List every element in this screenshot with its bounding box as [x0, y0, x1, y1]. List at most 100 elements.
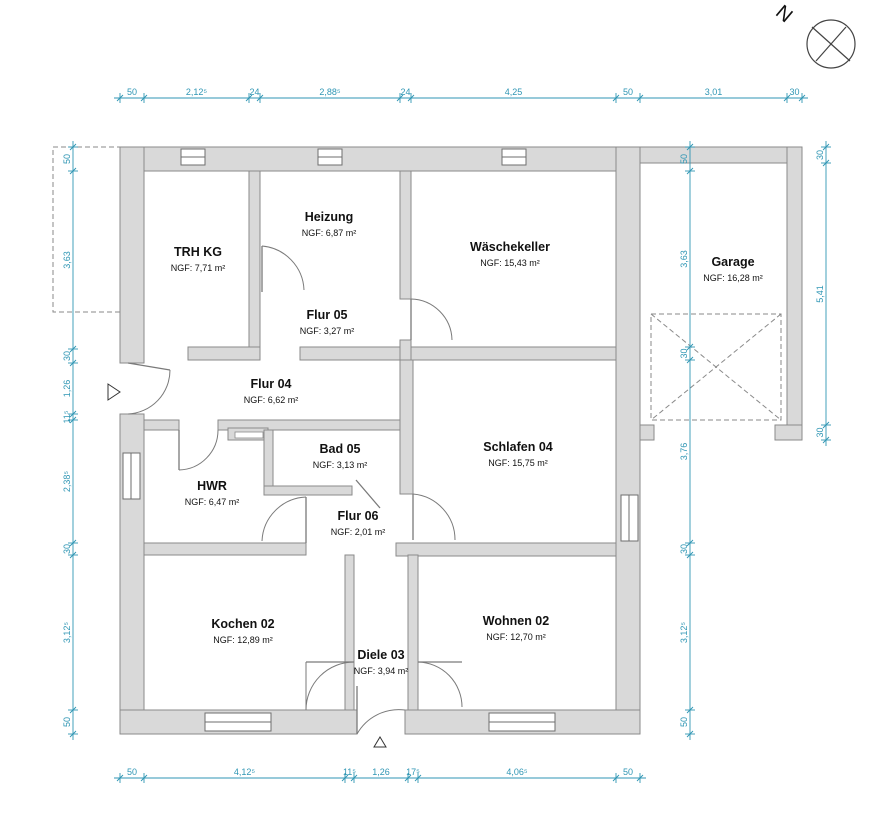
dimension-tick: [414, 774, 422, 782]
dimension-label: 2,38⁵: [62, 471, 72, 493]
wall: [119, 146, 145, 364]
wall: [299, 346, 401, 361]
dimension-label: 2,88⁵: [319, 87, 341, 97]
north-arrow: N: [771, 1, 856, 69]
dimension-tick: [686, 706, 694, 714]
room-name-waeschekeller: Wäschekeller: [470, 240, 550, 254]
wall: [615, 146, 641, 735]
room-name-bad-05: Bad 05: [320, 442, 361, 456]
room-name-trh-kg: TRH KG: [174, 245, 222, 259]
dimension-tick: [686, 143, 694, 151]
room-labels: TRH KG NGF: 7,71 m² Heizung NGF: 6,87 m²…: [171, 210, 763, 676]
room-name-flur-04: Flur 04: [251, 377, 292, 391]
entrance-arrow: [107, 383, 121, 401]
room-area-waeschekeller: NGF: 15,43 m²: [480, 258, 540, 268]
room-area-flur-06: NGF: 2,01 m²: [331, 527, 386, 537]
room-area-hwr: NGF: 6,47 m²: [185, 497, 240, 507]
dimension-label: 4,12⁵: [234, 767, 256, 777]
wall: [395, 542, 617, 557]
entrance-arrow: [373, 736, 387, 748]
dimension-tick: [612, 94, 620, 102]
dimension-tick: [116, 774, 124, 782]
wall: [639, 424, 655, 441]
room-area-flur-05: NGF: 3,27 m²: [300, 326, 355, 336]
dimension-tick: [69, 410, 77, 418]
wall: [187, 346, 261, 361]
dimension-label: 50: [623, 767, 633, 777]
room-area-flur-04: NGF: 6,62 m²: [244, 395, 299, 405]
dimension-label: 30: [679, 544, 689, 554]
dimension-tick: [783, 94, 791, 102]
dimension-tick: [69, 416, 77, 424]
dimension-tick: [407, 94, 415, 102]
dimension-label: 30: [815, 427, 825, 437]
room-area-garage: NGF: 16,28 m²: [703, 273, 763, 283]
exterior-outline: [52, 146, 121, 313]
dimension-label: 4,06⁵: [506, 767, 528, 777]
room-name-flur-06: Flur 06: [338, 509, 379, 523]
room-name-garage: Garage: [711, 255, 754, 269]
room-name-hwr: HWR: [197, 479, 227, 493]
wall: [639, 146, 803, 164]
dimension-tick: [636, 774, 644, 782]
dimension-label: 50: [679, 717, 689, 727]
dimension-label: 30: [789, 87, 799, 97]
dimension-label: 50: [679, 154, 689, 164]
dimension-label: 17⁵: [406, 767, 420, 777]
dimension-tick: [822, 143, 830, 151]
dimension-tick: [245, 94, 253, 102]
room-area-heizung: NGF: 6,87 m²: [302, 228, 357, 238]
dimension-label: 1,26: [62, 380, 72, 398]
room-area-trh-kg: NGF: 7,71 m²: [171, 263, 226, 273]
dimension-tick: [69, 359, 77, 367]
walls: [119, 146, 803, 735]
dimension-tick: [116, 94, 124, 102]
dimension-label: 50: [127, 87, 137, 97]
dimension-label: 30: [62, 351, 72, 361]
dimension-tick: [140, 774, 148, 782]
room-area-bad-05: NGF: 3,13 m²: [313, 460, 368, 470]
wall: [399, 339, 412, 361]
dimension-tick: [140, 94, 148, 102]
dimension-label: 11⁵: [62, 410, 72, 423]
room-name-heizung: Heizung: [305, 210, 354, 224]
dimension-tick: [350, 774, 358, 782]
dimension-label: 2,12⁵: [186, 87, 208, 97]
north-label: N: [771, 1, 796, 27]
dimension-label: 30: [62, 544, 72, 554]
dimension-tick: [822, 436, 830, 444]
wall: [143, 419, 180, 431]
wall: [410, 346, 617, 361]
windows: [122, 148, 639, 732]
dimension-label: 24: [249, 87, 259, 97]
dimension-label: 1,26: [372, 767, 390, 777]
dimension-tick: [822, 159, 830, 167]
dimension-tick: [822, 421, 830, 429]
dimension-label: 4,25: [505, 87, 523, 97]
room-area-schlafen-04: NGF: 15,75 m²: [488, 458, 548, 468]
dimension-label: 3,63: [62, 251, 72, 269]
dimension-tick: [612, 774, 620, 782]
dimension-tick: [686, 356, 694, 364]
wall: [248, 170, 261, 350]
doors: [127, 245, 463, 735]
room-name-wohnen-02: Wohnen 02: [483, 614, 549, 628]
dimension-label: 30: [815, 150, 825, 160]
wall: [774, 424, 803, 441]
dimension-label: 3,12⁵: [62, 622, 72, 644]
room-name-schlafen-04: Schlafen 04: [483, 440, 553, 454]
wall: [263, 429, 274, 495]
wall: [263, 485, 353, 496]
wall: [119, 146, 641, 172]
dimension-label: 50: [62, 717, 72, 727]
dimension-label: 24: [400, 87, 410, 97]
dimension-tick: [396, 94, 404, 102]
dimension-label: 30: [679, 348, 689, 358]
dimension-tick: [686, 343, 694, 351]
dimension-tick: [69, 539, 77, 547]
